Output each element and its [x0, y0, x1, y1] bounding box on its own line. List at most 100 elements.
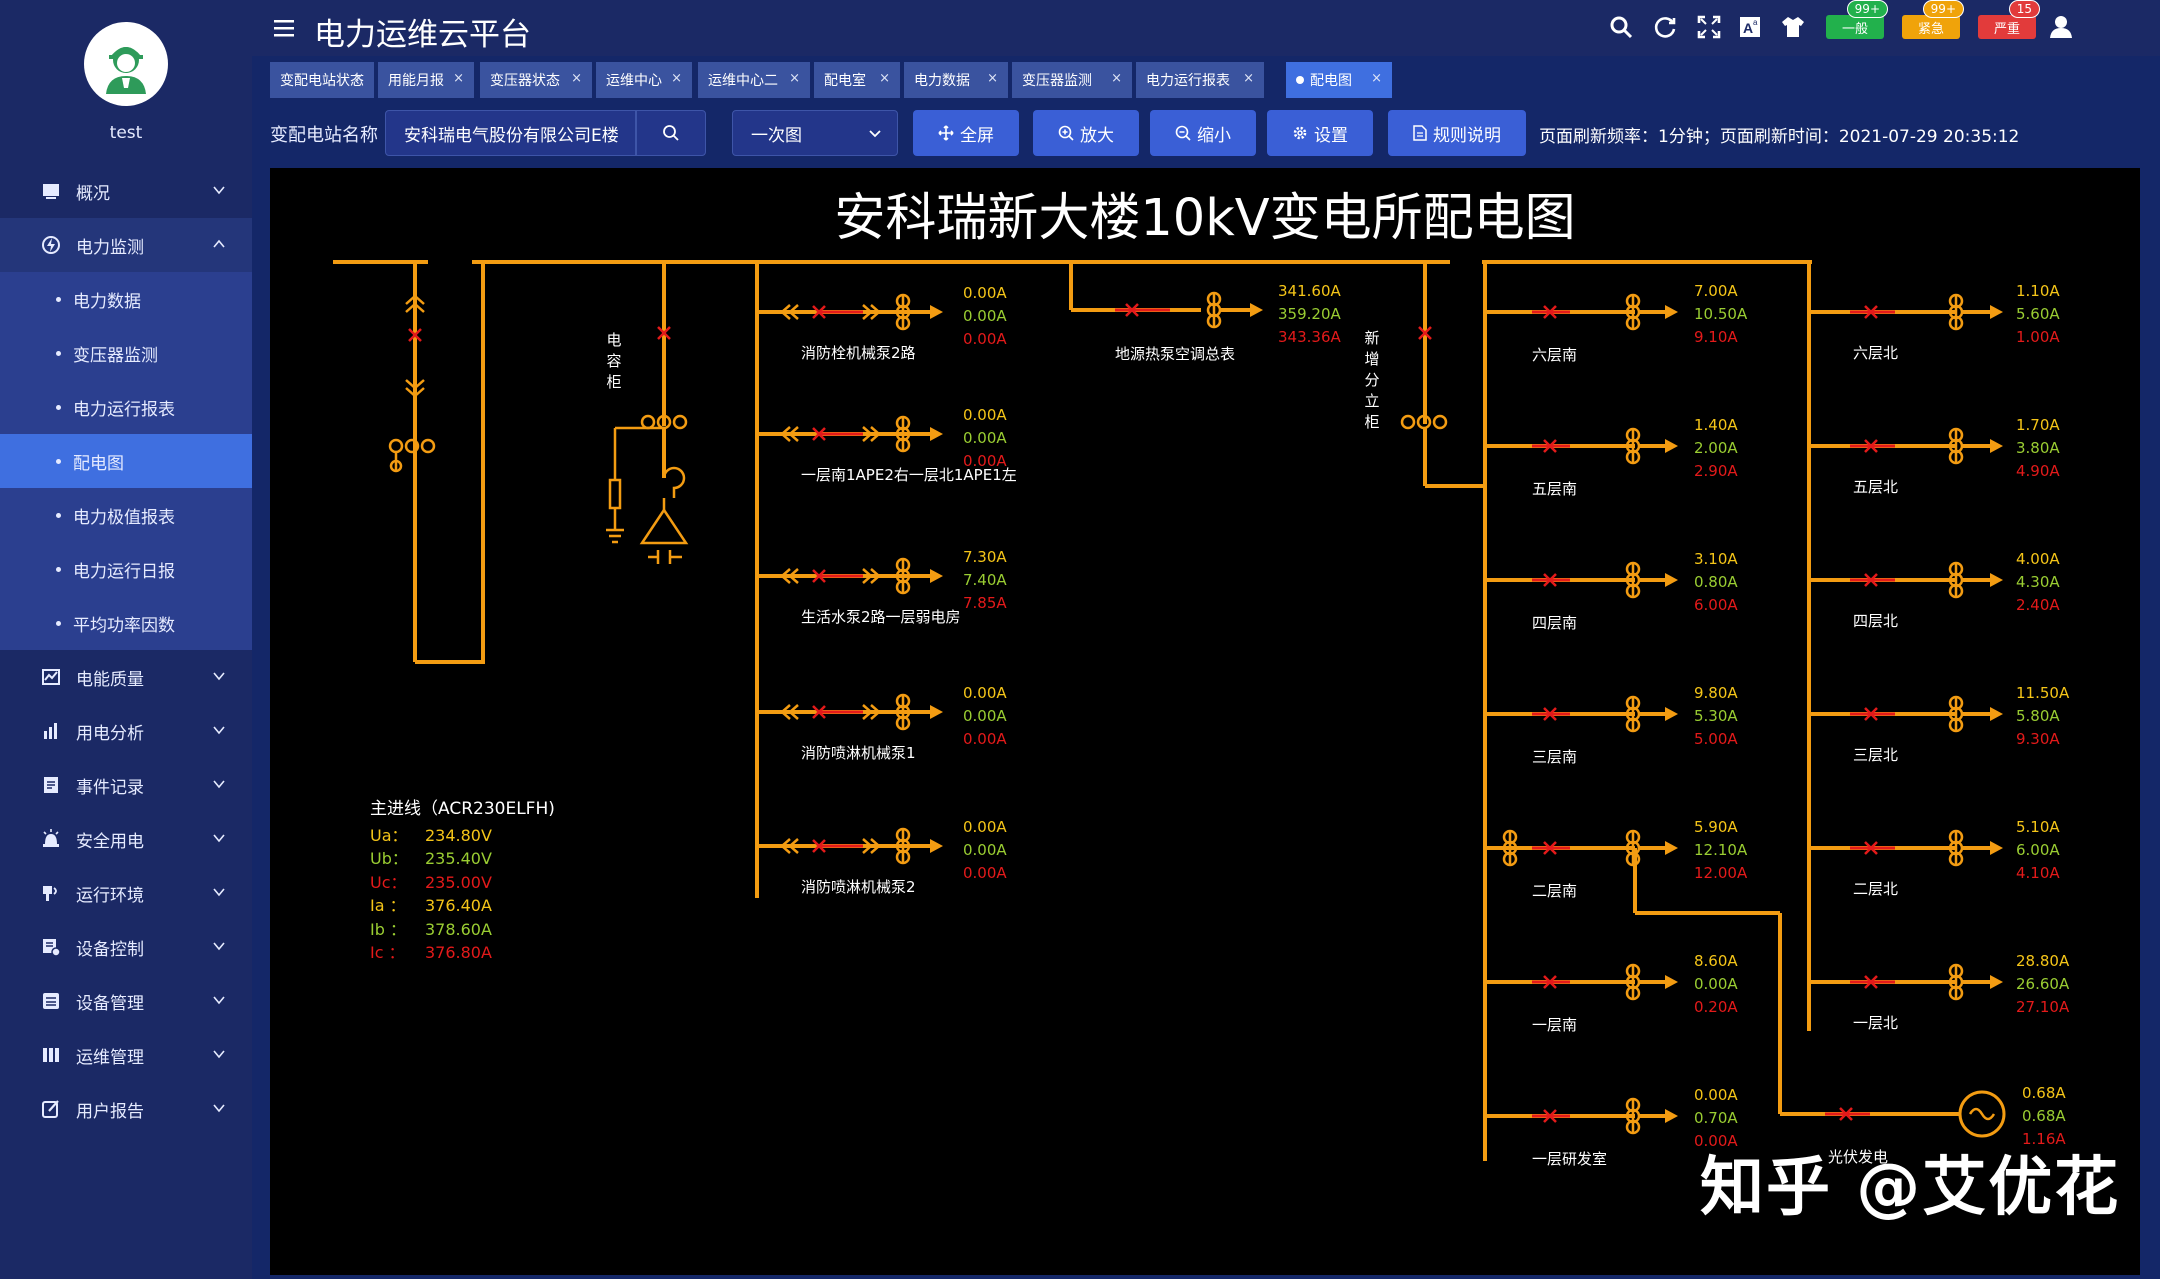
phase-c-current: 343.36A	[1278, 328, 1341, 346]
phase-b-current: 12.10A	[1694, 841, 1748, 859]
phase-a-current: 7.00A	[1694, 282, 1738, 300]
search-icon[interactable]	[1608, 14, 1634, 40]
zoom-out-icon	[1175, 125, 1191, 141]
control-icon	[40, 936, 62, 958]
monitor-icon	[40, 234, 62, 256]
menu-item-monitor[interactable]: 电力监测	[0, 218, 252, 272]
menu-item-event[interactable]: 事件记录	[0, 758, 252, 812]
close-tab-icon[interactable]: ×	[1371, 71, 1382, 86]
single-line-diagram: 安科瑞新大楼10kV变电所配电图 电容柜 新增分立柜 主进线（ACR230ELF…	[270, 168, 2140, 1275]
tab[interactable]: 变压器监测×	[1012, 62, 1132, 98]
phase-b-current: 26.60A	[2016, 975, 2070, 993]
submenu-item[interactable]: 电力数据	[0, 272, 252, 326]
tab[interactable]: 配电图×	[1286, 62, 1392, 98]
menu-item-safety[interactable]: 安全用电	[0, 812, 252, 866]
menu-item-label: 运维管理	[76, 1047, 144, 1068]
tab[interactable]: 变压器状态×	[480, 62, 592, 98]
tab[interactable]: 电力运行报表×	[1136, 62, 1264, 98]
phase-c-current: 9.30A	[2016, 730, 2060, 748]
menu-item-device[interactable]: 设备管理	[0, 974, 252, 1028]
gear-icon	[1293, 126, 1307, 140]
tab[interactable]: 配电室×	[814, 62, 900, 98]
close-tab-icon[interactable]: ×	[571, 71, 582, 86]
refresh-icon[interactable]	[1652, 14, 1678, 40]
sidebar: test 概况电力监测电力数据变压器监测电力运行报表配电图电力极值报表电力运行日…	[0, 0, 252, 1279]
close-tab-icon[interactable]: ×	[987, 71, 998, 86]
phase-a-current: 0.00A	[963, 406, 1007, 424]
phase-a-current: 0.00A	[963, 818, 1007, 836]
close-tab-icon[interactable]: ×	[789, 71, 800, 86]
phase-b-current: 0.80A	[1694, 573, 1738, 591]
zoom-out-button[interactable]: 缩小	[1150, 110, 1256, 156]
phase-c-current: 12.00A	[1694, 864, 1748, 882]
user-avatar[interactable]	[84, 22, 168, 106]
close-tab-icon[interactable]: ×	[353, 71, 364, 86]
phase-a-current: 3.10A	[1694, 550, 1738, 568]
submenu-item[interactable]: 平均功率因数	[0, 596, 252, 650]
user-profile-icon[interactable]	[2048, 14, 2074, 40]
tab[interactable]: 电力数据×	[904, 62, 1008, 98]
menu-item-label: 安全用电	[76, 831, 144, 852]
submenu-item[interactable]: 电力极值报表	[0, 488, 252, 542]
menu-item-report[interactable]: 用户报告	[0, 1082, 252, 1136]
menu-item-om[interactable]: 运维管理	[0, 1028, 252, 1082]
menu-item-analysis[interactable]: 用电分析	[0, 704, 252, 758]
phase-b-current: 4.30A	[2016, 573, 2060, 591]
close-tab-icon[interactable]: ×	[453, 71, 464, 86]
tab[interactable]: 变配电站状态×	[270, 62, 374, 98]
tab[interactable]: 运维中心二×	[698, 62, 810, 98]
phase-c-current: 0.20A	[1694, 998, 1738, 1016]
south-feeder-name: 四层南	[1532, 614, 1578, 632]
station-input[interactable]: 安科瑞电气股份有限公司E楼	[385, 110, 636, 156]
station-search-button[interactable]	[636, 110, 706, 156]
close-tab-icon[interactable]: ×	[1243, 71, 1254, 86]
hamburger-menu-icon[interactable]	[274, 18, 296, 38]
rules-button[interactable]: 规则说明	[1388, 110, 1526, 156]
settings-button[interactable]: 设置	[1267, 110, 1373, 156]
alarm-urgent-count: 99+	[1922, 0, 1964, 18]
menu-item-label: 概况	[76, 183, 110, 204]
phase-b-current: 3.80A	[2016, 439, 2060, 457]
close-tab-icon[interactable]: ×	[671, 71, 682, 86]
tab[interactable]: 用能月报×	[378, 62, 474, 98]
close-tab-icon[interactable]: ×	[1111, 71, 1122, 86]
submenu-item[interactable]: 电力运行日报	[0, 542, 252, 596]
om-icon	[40, 1044, 62, 1066]
submenu-item[interactable]: 电力运行报表	[0, 380, 252, 434]
close-tab-icon[interactable]: ×	[879, 71, 890, 86]
phase-b-current: 5.30A	[1694, 707, 1738, 725]
diagram-title: 安科瑞新大楼10kV变电所配电图	[834, 189, 1576, 248]
phase-a-current: 0.00A	[963, 684, 1007, 702]
tab[interactable]: 运维中心×	[596, 62, 692, 98]
diagram-type-select[interactable]: 一次图	[732, 110, 898, 156]
menu-item-quality[interactable]: 电能质量	[0, 650, 252, 704]
menu-item-environment[interactable]: 运行环境	[0, 866, 252, 920]
engineer-avatar-icon	[106, 47, 146, 94]
fullscreen-icon[interactable]	[1696, 14, 1722, 40]
submenu-power-monitoring: 电力数据变压器监测电力运行报表配电图电力极值报表电力运行日报平均功率因数	[0, 272, 252, 650]
phase-c-current: 1.00A	[2016, 328, 2060, 346]
skin-shirt-icon[interactable]	[1780, 14, 1806, 40]
submenu-item[interactable]: 配电图	[0, 434, 252, 488]
fullscreen-button[interactable]: 全屏	[913, 110, 1019, 156]
phase-a-current: 1.10A	[2016, 282, 2060, 300]
menu-item-control[interactable]: 设备控制	[0, 920, 252, 974]
menu-item-overview[interactable]: 概况	[0, 164, 252, 218]
safety-icon	[40, 828, 62, 850]
sidebar-menu: 概况电力监测电力数据变压器监测电力运行报表配电图电力极值报表电力运行日报平均功率…	[0, 164, 252, 1136]
chevron-down-icon	[213, 1104, 225, 1113]
submenu-item[interactable]: 变压器监测	[0, 326, 252, 380]
menu-item-label: 事件记录	[76, 777, 144, 798]
zoom-in-button[interactable]: 放大	[1033, 110, 1139, 156]
main-incoming-title: 主进线（ACR230ELFH)	[370, 799, 555, 819]
